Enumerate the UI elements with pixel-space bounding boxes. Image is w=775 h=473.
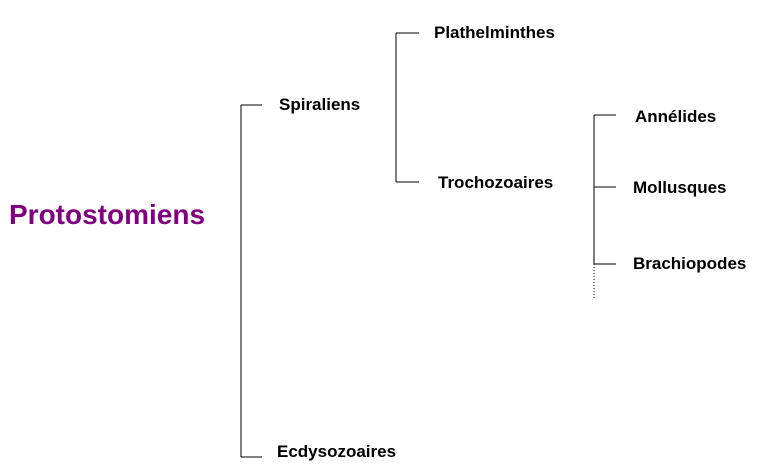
node-label-brachiopodes: Brachiopodes [633,254,747,273]
root-label-protostomiens: Protostomiens [9,199,206,230]
node-label-ecdysozoaires: Ecdysozoaires [277,442,397,461]
node-label-annelides: Annélides [635,107,717,126]
node-label-spiraliens: Spiraliens [279,95,361,114]
node-label-plathelminthes: Plathelminthes [434,23,555,42]
node-label-trochozoaires: Trochozoaires [438,173,554,192]
node-label-mollusques: Mollusques [633,178,727,197]
